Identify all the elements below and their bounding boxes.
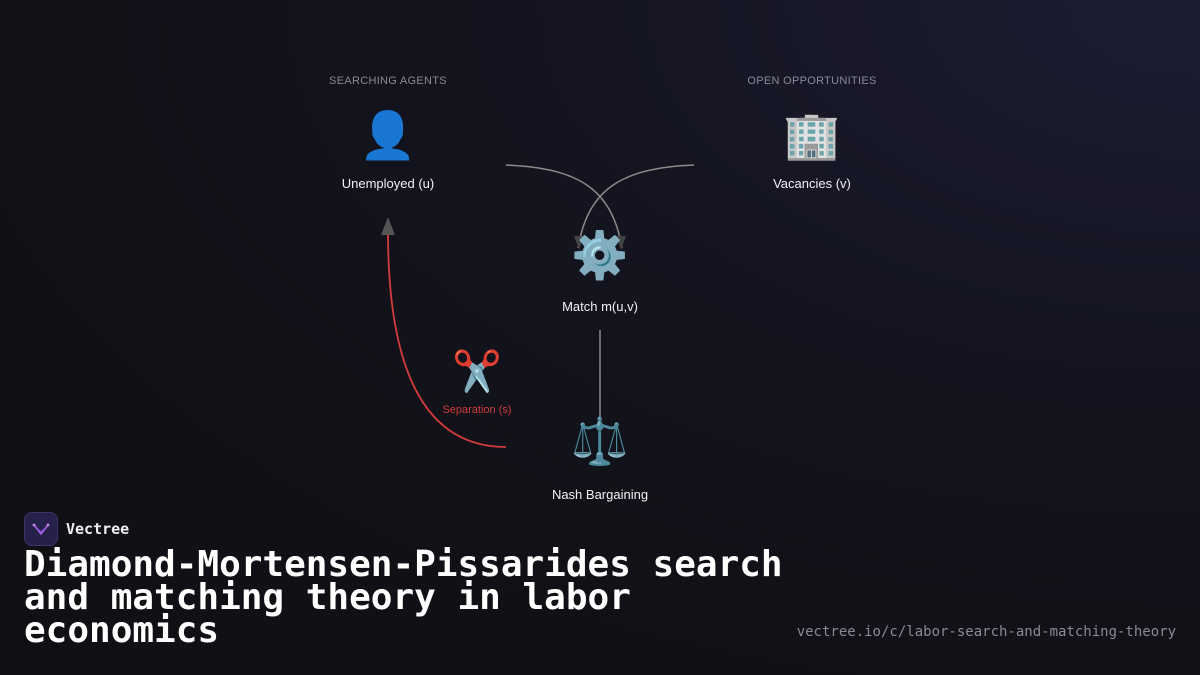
vectree-logo-icon [24, 512, 58, 546]
nash-bargaining-label: Nash Bargaining [551, 487, 649, 502]
gear-icon: ⚙️ [571, 228, 629, 282]
scales-icon: ⚖️ [571, 414, 629, 468]
page-title: Diamond-Mortensen-Pissarides search and … [24, 544, 783, 651]
edge-unemployed-to-match [505, 164, 623, 249]
scissors-icon: ✂️ [452, 349, 502, 395]
arrowhead-match-left [574, 236, 584, 250]
match-label: Match m(u,v) [562, 299, 638, 314]
office-building-icon: 🏢 [783, 108, 841, 162]
vacancies-label: Vacancies (v) [773, 176, 851, 191]
brand-name: Vectree [66, 520, 130, 538]
arrowhead-match-right [616, 236, 626, 250]
brand: Vectree [24, 512, 129, 546]
edge-vacancies-to-match [577, 164, 695, 249]
unemployed-label: Unemployed (u) [341, 176, 435, 191]
open-opportunities-label: OPEN OPPORTUNITIES [747, 75, 877, 87]
source-url[interactable]: vectree.io/c/labor-search-and-matching-t… [796, 624, 1176, 640]
person-icon: 👤 [359, 108, 417, 162]
edge-separation-to-unemployed [387, 231, 507, 448]
arrowhead-unemployed [381, 217, 395, 235]
separation-label: Separation (s) [442, 404, 512, 416]
searching-agents-label: SEARCHING AGENTS [329, 75, 447, 87]
